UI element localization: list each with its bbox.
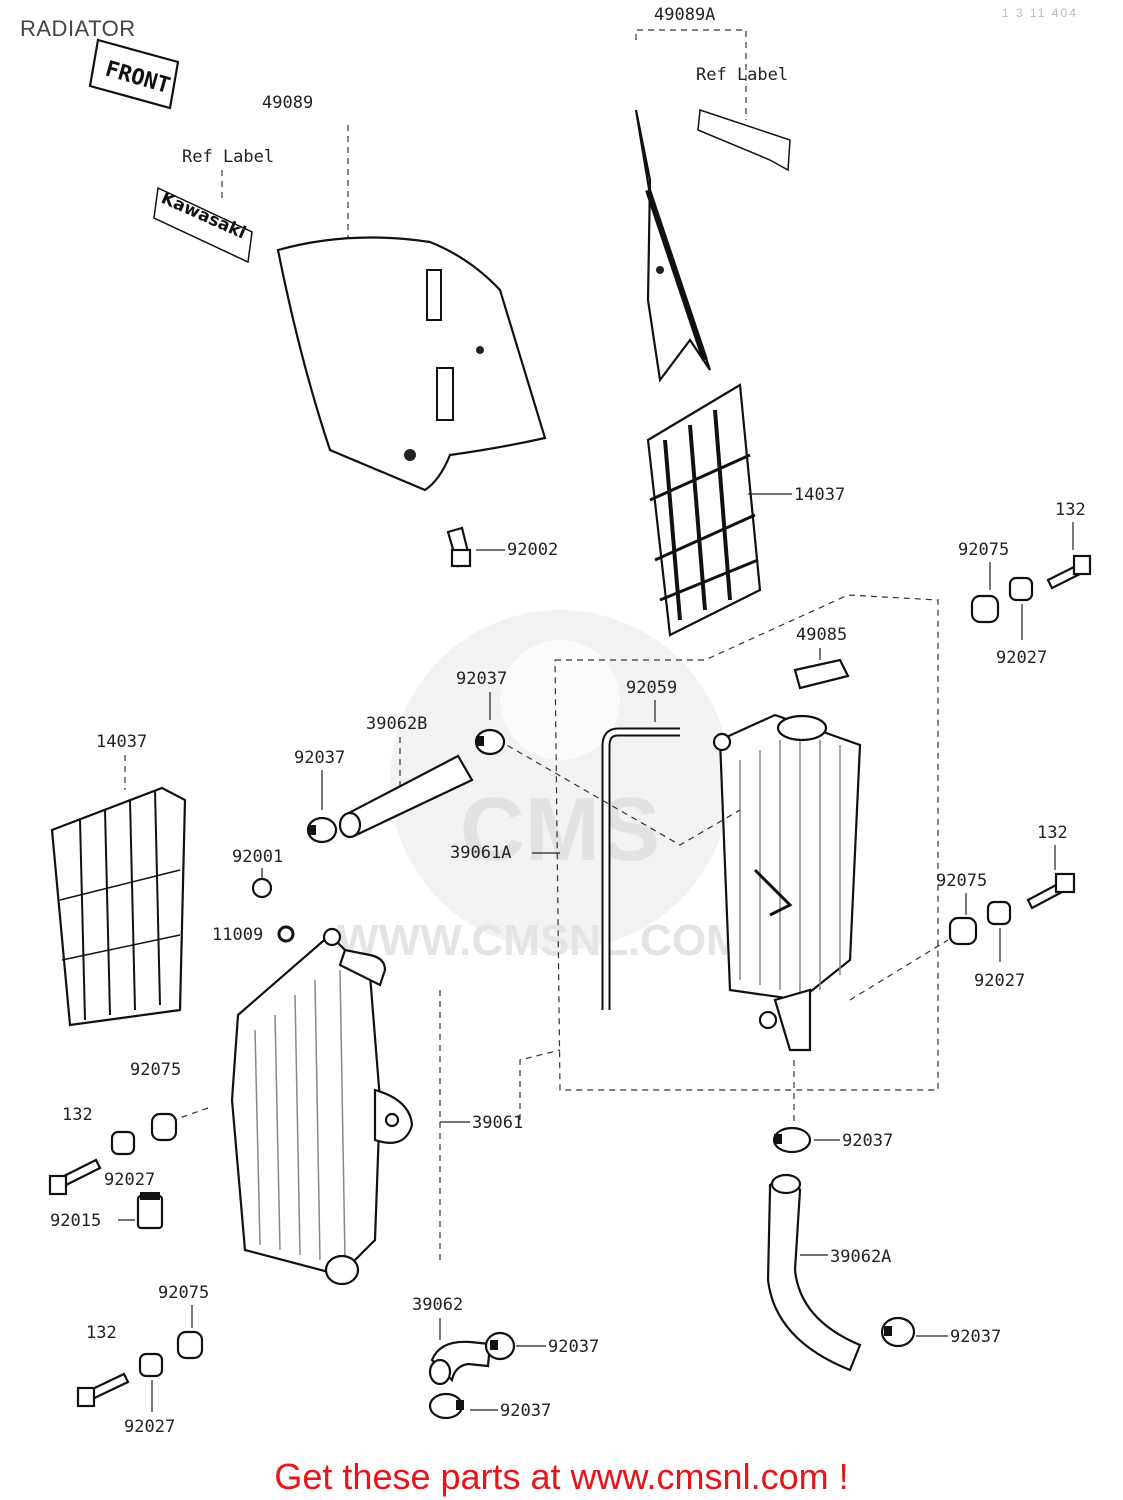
- label-39061A: 39061A: [450, 843, 511, 863]
- label-49089: 49089: [262, 93, 313, 113]
- label-39062A: 39062A: [830, 1247, 891, 1267]
- radiator-right-39061A: [712, 713, 862, 1052]
- bolt-132-left-top: [48, 1158, 102, 1196]
- label-92037-elbow-bottom: 92037: [500, 1401, 551, 1421]
- watermark-cms-logo: CMS WWW.CMSNL.COM: [337, 610, 743, 965]
- label-132-left-top: 132: [62, 1105, 93, 1125]
- label-92075-left-bottom: 92075: [158, 1283, 209, 1303]
- radiator-shroud-left: [276, 236, 547, 492]
- label-92037-elbow-top: 92037: [548, 1337, 599, 1357]
- front-decal: FRONT: [88, 38, 180, 110]
- label-92027-left-bottom: 92027: [124, 1417, 175, 1437]
- ref-label-right: Ref Label: [696, 65, 788, 85]
- label-92037-upper-right: 92037: [456, 669, 507, 689]
- label-92037-bottom-right: 92037: [950, 1327, 1001, 1347]
- label-92002: 92002: [507, 540, 558, 560]
- hose-39062B: [338, 754, 474, 839]
- collar-92027-right-top: [1008, 576, 1034, 602]
- cap-seal-49085: [793, 658, 850, 690]
- radiator-left-39061: [230, 927, 414, 1286]
- label-92037-lower-right: 92037: [842, 1131, 893, 1151]
- hose-39062: [428, 1340, 492, 1386]
- label-92027-right-top: 92027: [996, 648, 1047, 668]
- kawasaki-decal: Kawasaki: [153, 186, 253, 264]
- label-92075-right-bottom: 92075: [936, 871, 987, 891]
- label-92059: 92059: [626, 678, 677, 698]
- collar-92027-right-bottom: [986, 900, 1012, 926]
- page-title: RADIATOR: [20, 16, 136, 41]
- radiator-shroud-right: [634, 109, 712, 383]
- clamp-92037-elbow-bottom: [428, 1392, 464, 1420]
- grommet-92075-right-top: [970, 594, 1000, 624]
- label-92015: 92015: [50, 1211, 101, 1231]
- bolt-132-right-bottom: [1026, 872, 1076, 910]
- nut-92001: [251, 877, 273, 899]
- gasket-11009: [277, 925, 295, 943]
- label-132-right-top: 132: [1055, 500, 1086, 520]
- hose-39062A: [766, 1173, 862, 1372]
- watermark-logo-text: CMS: [460, 780, 660, 880]
- label-39061: 39061: [472, 1113, 523, 1133]
- clamp-92037-bottom-right: [880, 1316, 916, 1348]
- plug-92015: [136, 1192, 164, 1230]
- grommet-92075-left-bottom: [176, 1330, 204, 1360]
- radiator-grille-right: [646, 383, 762, 637]
- label-49089A: 49089A: [654, 5, 715, 25]
- label-39062: 39062: [412, 1295, 463, 1315]
- footer-cta-link[interactable]: Get these parts at www.cmsnl.com !: [274, 1456, 849, 1497]
- label-92037-upper-left: 92037: [294, 748, 345, 768]
- ref-label-left: Ref Label: [182, 147, 274, 167]
- label-14037-left: 14037: [96, 732, 147, 752]
- bolt-132-right-top: [1046, 554, 1092, 590]
- label-11009: 11009: [212, 925, 263, 945]
- label-14037-top: 14037: [794, 485, 845, 505]
- clamp-92037-upper-right: [474, 728, 506, 756]
- label-39062B: 39062B: [366, 714, 427, 734]
- bolt-92002: [446, 526, 472, 568]
- watermark-url-text: WWW.CMSNL.COM: [337, 916, 743, 965]
- label-49085: 49085: [796, 625, 847, 645]
- clamp-92037-elbow-top: [484, 1331, 516, 1361]
- ref-label-right-decal: [697, 108, 791, 172]
- grommet-92075-left-top: [150, 1112, 178, 1142]
- grommet-92075-right-bottom: [948, 916, 978, 946]
- bolt-132-left-bottom: [76, 1372, 130, 1408]
- clamp-92037-upper-left: [306, 816, 338, 844]
- label-132-right-bottom: 132: [1037, 823, 1068, 843]
- label-92075-left-top: 92075: [130, 1060, 181, 1080]
- overflow-hose-92059: [601, 727, 680, 1010]
- label-92001: 92001: [232, 847, 283, 867]
- reference-code: 1 3 11 404: [1002, 6, 1078, 20]
- label-92075-right-top: 92075: [958, 540, 1009, 560]
- clamp-92037-lower-right: [772, 1126, 812, 1154]
- label-92027-right-bottom: 92027: [974, 971, 1025, 991]
- label-132-left-bottom: 132: [86, 1323, 117, 1343]
- collar-92027-left-top: [110, 1130, 136, 1156]
- radiator-grille-left: [50, 786, 187, 1027]
- label-92027-left-top: 92027: [104, 1170, 155, 1190]
- collar-92027-left-bottom: [138, 1352, 164, 1378]
